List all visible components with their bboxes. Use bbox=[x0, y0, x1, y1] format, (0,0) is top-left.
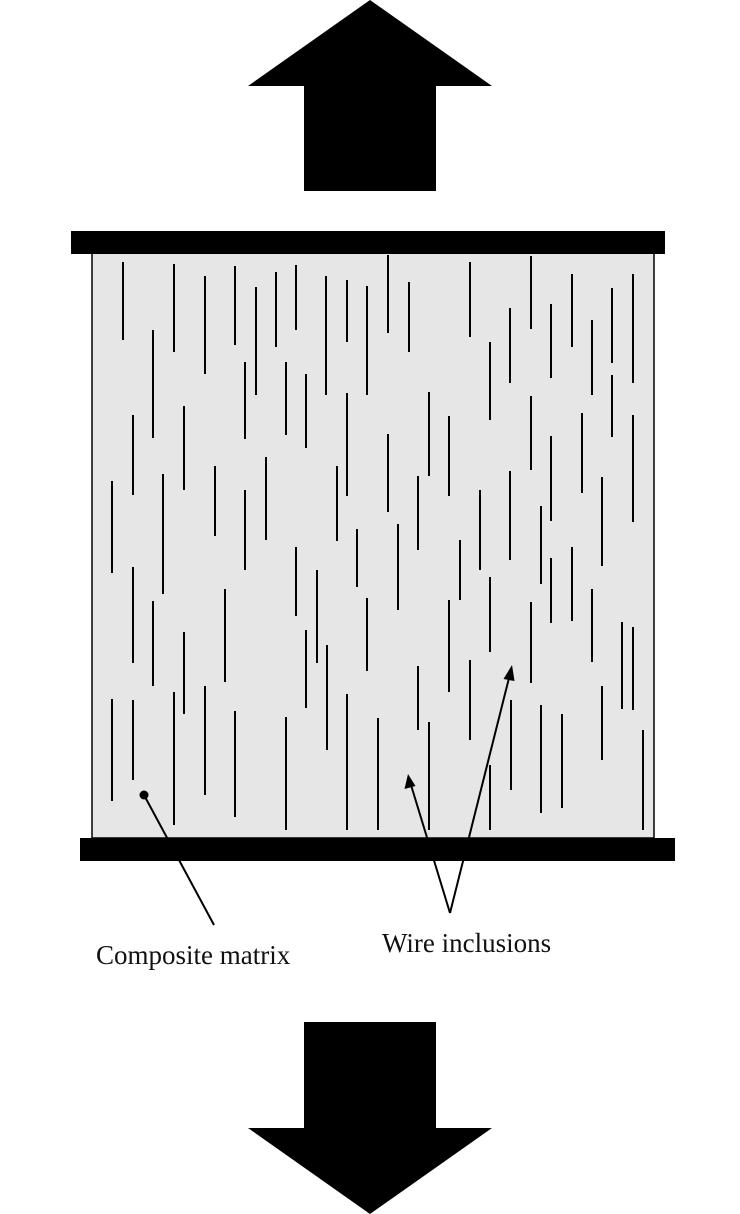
wire-pointer-arrowhead-right bbox=[503, 665, 515, 681]
bottom-grip-plate bbox=[80, 838, 675, 861]
composite-matrix-block bbox=[91, 251, 655, 839]
arrow-down-icon bbox=[248, 1022, 492, 1214]
wire-pointer-line-left bbox=[410, 784, 451, 914]
wire-pointer-line-right bbox=[449, 677, 510, 914]
top-grip-plate bbox=[71, 231, 665, 254]
matrix-label: Composite matrix bbox=[96, 940, 291, 970]
wire-pointer-arrowhead-left bbox=[404, 774, 416, 789]
wire-inclusions-group bbox=[111, 255, 644, 830]
arrow-up-icon bbox=[248, 0, 492, 191]
wires-label: Wire inclusions bbox=[382, 928, 551, 958]
matrix-pointer-line bbox=[143, 794, 215, 926]
